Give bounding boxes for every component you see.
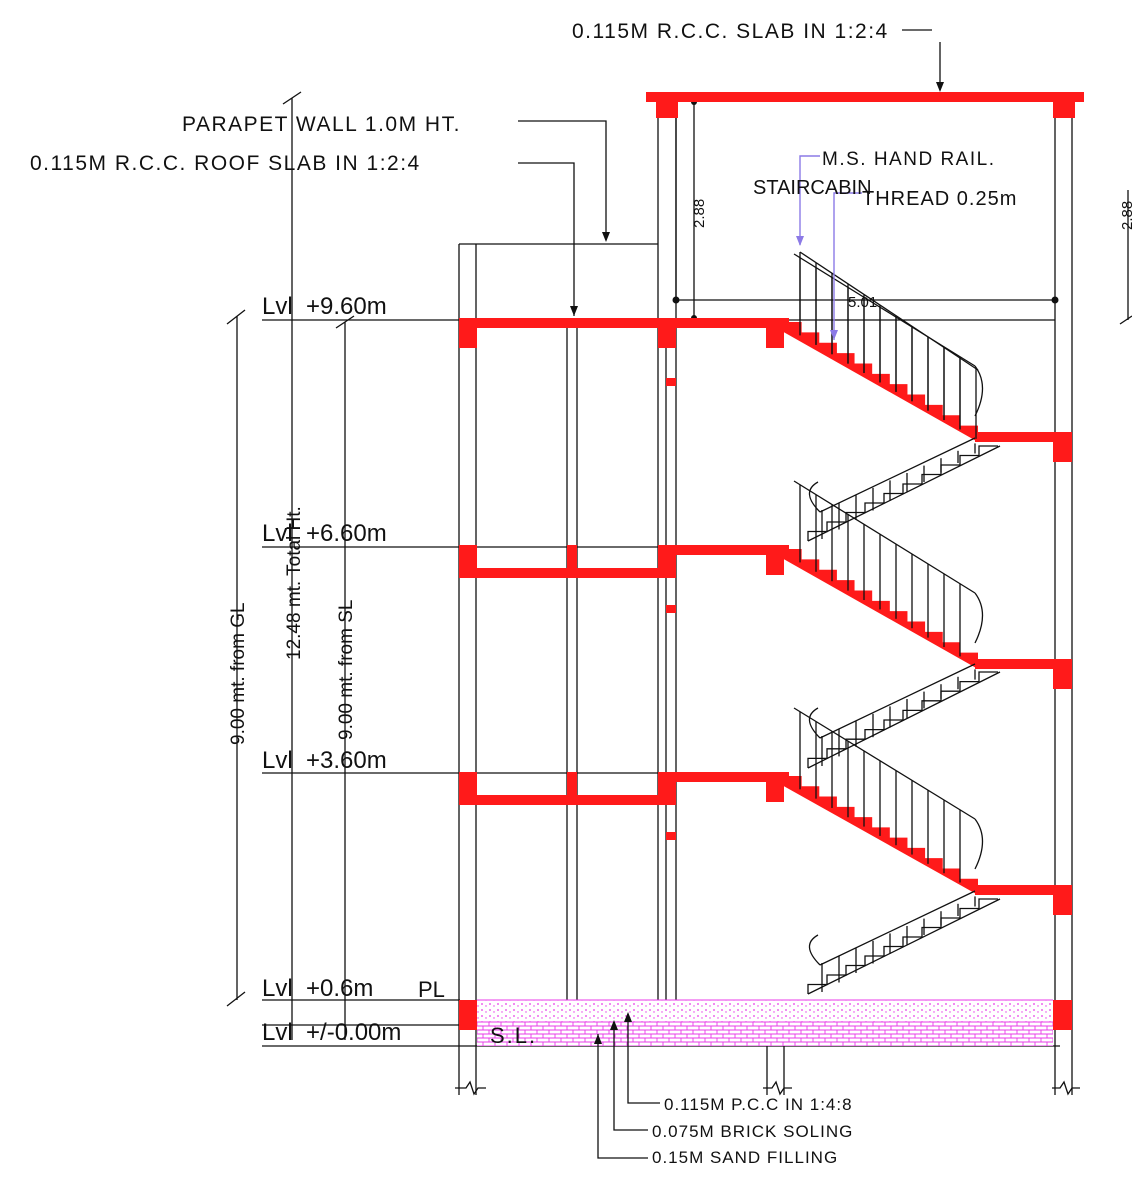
stair-flights: [780, 322, 978, 895]
dim-cabin-height: 2.88: [691, 199, 708, 228]
rail-end-curve: [974, 818, 984, 870]
pcc-note: 0.115M P.C.C IN 1:4:8: [664, 1095, 853, 1114]
stair-flight-2: [780, 549, 978, 669]
brick-note: 0.075M BRICK SOLING: [652, 1122, 853, 1141]
floor-bed: [477, 999, 1053, 1046]
return-flight-edge: [807, 671, 1001, 769]
top-slab-note: 0.115M R.C.C. SLAB IN 1:2:4: [572, 20, 889, 43]
staircabin-dims: [672, 99, 1059, 321]
return-steps: [807, 898, 998, 994]
thread-note: THREAD 0.25m: [862, 188, 1017, 210]
hand-rail-note: M.S. HAND RAIL.: [822, 149, 995, 170]
level-labels: Lvl +9.60m Lvl +6.60m Lvl +3.60m Lvl +0.…: [262, 293, 537, 1048]
stair-flight-3: [780, 776, 978, 895]
level-660: Lvl +6.60m: [262, 520, 387, 547]
return-rail: [819, 663, 976, 739]
sand-note: 0.15M SAND FILLING: [652, 1148, 838, 1167]
cabin-rail: [799, 251, 979, 371]
return-rail: [819, 890, 976, 966]
rail-end-curve: [808, 934, 821, 966]
stair-flight-1: [780, 322, 978, 442]
level-060: Lvl +0.6m: [262, 975, 373, 1002]
rail-line-3: [793, 707, 976, 820]
dimension-labels: 9.00 mt. from GL 12.48 mt. Total Ht. 9.0…: [228, 199, 1132, 745]
rcc-top-slab: [646, 92, 1084, 118]
dim-cabin-height-right: 2.88: [1119, 201, 1132, 230]
return-rail: [819, 437, 976, 513]
dim-total: 12.48 mt. Total Ht.: [284, 506, 305, 660]
rail-end-curve: [808, 707, 821, 739]
dimension-lines: [226, 91, 1132, 1040]
building-columns: [455, 100, 1080, 1096]
leader-lines: [518, 42, 944, 1159]
level-960: Lvl +9.60m: [262, 293, 387, 320]
rail-line-2: [793, 480, 976, 594]
level-360: Lvl +3.60m: [262, 747, 387, 774]
plinth-label: PL: [418, 977, 445, 1002]
stair-railings: [793, 251, 1001, 995]
return-steps: [807, 671, 998, 768]
dim-cabin-width: 5.01: [848, 294, 877, 311]
return-flight-edge: [807, 445, 1001, 542]
level-000: Lvl +/-0.00m: [262, 1019, 401, 1046]
level-lines: [262, 319, 1060, 1047]
rail-end-curve: [808, 481, 821, 513]
annotations: 0.115M R.C.C. SLAB IN 1:2:4 PARAPET WALL…: [30, 20, 1017, 1167]
staircabin-label: STAIRCABIN: [753, 177, 872, 199]
parapet-note: PARAPET WALL 1.0M HT.: [182, 113, 461, 136]
return-steps: [807, 445, 998, 541]
return-flight-edge: [807, 898, 1001, 995]
rail-end-curve: [974, 592, 984, 644]
rcc-floor-slabs: [459, 318, 1072, 1030]
dim-sl: 9.00 mt. from SL: [336, 600, 357, 740]
site-level-label: S.L.: [490, 1023, 537, 1048]
roof-slab-note: 0.115M R.C.C. ROOF SLAB IN 1:2:4: [30, 152, 421, 175]
dim-gl: 9.00 mt. from GL: [228, 602, 249, 745]
